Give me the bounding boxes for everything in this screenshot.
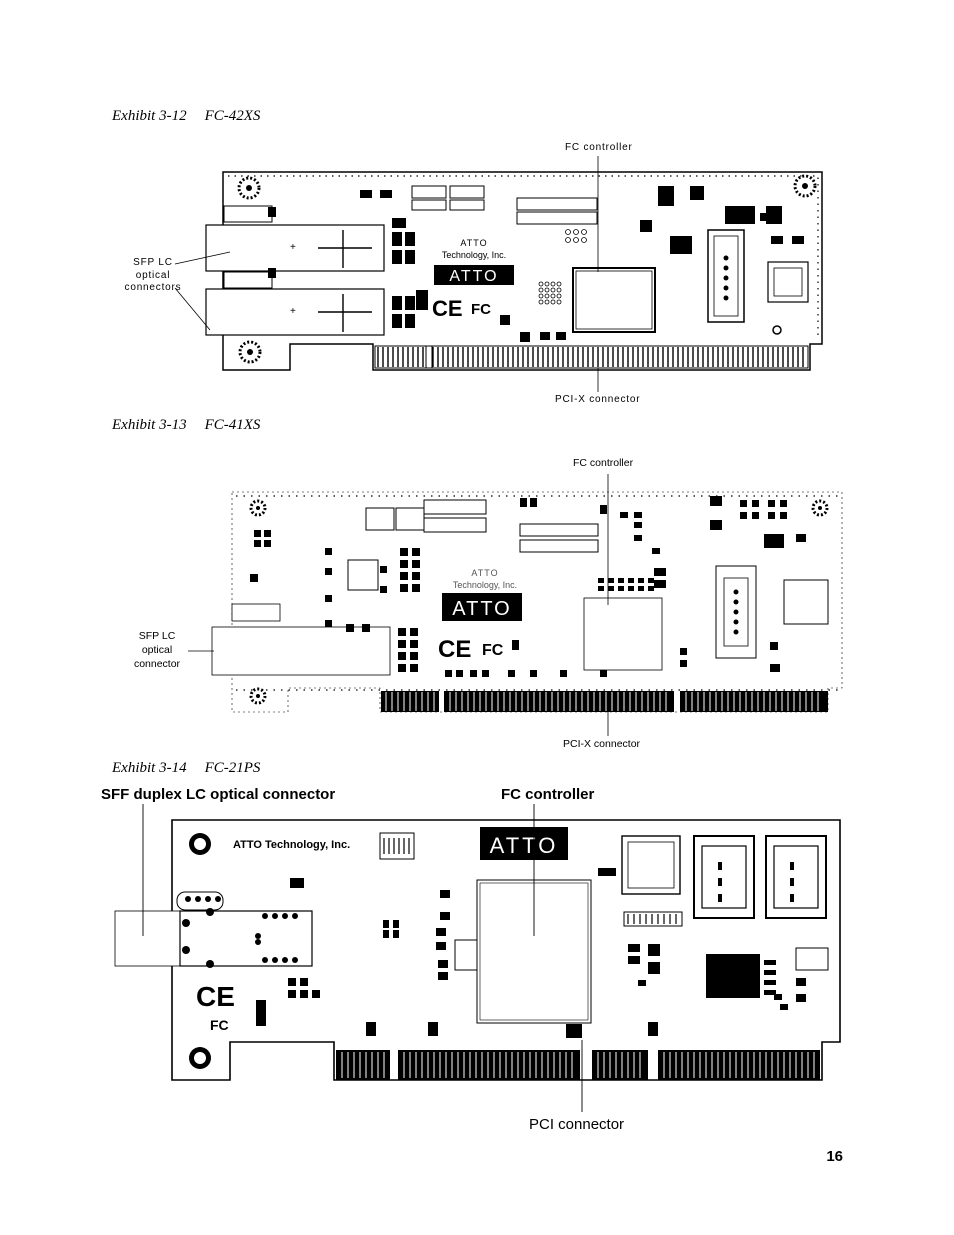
exhibit-caption-3-14: Exhibit 3-14 FC-21PS xyxy=(112,760,260,777)
silk-company-1a: ATTO xyxy=(460,238,487,248)
fc41xs-fc-controller-label: FC controller xyxy=(573,457,634,469)
fc21ps-pci-label: PCI connector xyxy=(529,1116,625,1133)
page-number: 16 xyxy=(826,1148,843,1165)
sfp-label-line: SFP LC xyxy=(133,257,173,268)
silk-company-3: ATTO Technology, Inc. xyxy=(233,839,350,851)
fc-mark-2: FC xyxy=(482,642,504,659)
silk-company-2a: ATTO xyxy=(471,568,498,578)
fc42xs-pci-label: PCI-X connector xyxy=(555,394,641,405)
sfp-label-line: optical xyxy=(141,644,173,656)
exhibit-caption-3-13: Exhibit 3-13 FC-41XS xyxy=(112,417,260,434)
atto-logo-1: ATTO xyxy=(449,268,498,285)
svg-text:+: + xyxy=(290,242,296,253)
caption-id: Exhibit 3-12 xyxy=(112,108,187,124)
sfp-label-line: connector xyxy=(133,658,181,670)
pci-fingers-3 xyxy=(336,1050,820,1080)
fc42xs-sfp-label: SFP LC optical connectors xyxy=(118,257,188,295)
svg-text:+: + xyxy=(290,306,296,317)
fc41xs-sfp-label: SFP LC optical connector xyxy=(122,629,192,671)
ce-mark-2: CE xyxy=(438,636,471,663)
caption-model: FC-41XS xyxy=(204,417,261,433)
fc42xs-fc-controller-label: FC controller xyxy=(565,142,633,153)
fc41xs-pci-label: PCI-X connector xyxy=(563,738,641,750)
sfp-label-line: connectors xyxy=(124,282,182,293)
silk-company-2b: Technology, Inc. xyxy=(453,580,517,590)
pcix-fingers-2 xyxy=(381,691,828,712)
ce-mark-3: CE xyxy=(196,981,235,1012)
atto-logo-2: ATTO xyxy=(452,598,511,620)
caption-id: Exhibit 3-14 xyxy=(112,760,187,776)
ce-mark-1: CE xyxy=(432,296,463,321)
atto-logo-3: ATTO xyxy=(490,833,559,858)
caption-model: FC-21PS xyxy=(204,760,261,776)
caption-id: Exhibit 3-13 xyxy=(112,417,187,433)
sfp-label-line: optical xyxy=(135,269,171,281)
fc-mark-3: FC xyxy=(210,1017,229,1033)
sfp-label-line: SFP LC xyxy=(138,630,176,642)
fc-mark-1: FC xyxy=(471,301,491,318)
pcix-fingers-1 xyxy=(374,345,809,369)
exhibit-caption-3-12: Exhibit 3-12 FC-42XS xyxy=(112,108,260,125)
fc21ps-fc-controller-label: FC controller xyxy=(501,786,595,803)
silk-company-1b: Technology, Inc. xyxy=(442,250,506,260)
fc21ps-sff-label: SFF duplex LC optical connector xyxy=(101,786,336,803)
caption-model: FC-42XS xyxy=(204,108,261,124)
